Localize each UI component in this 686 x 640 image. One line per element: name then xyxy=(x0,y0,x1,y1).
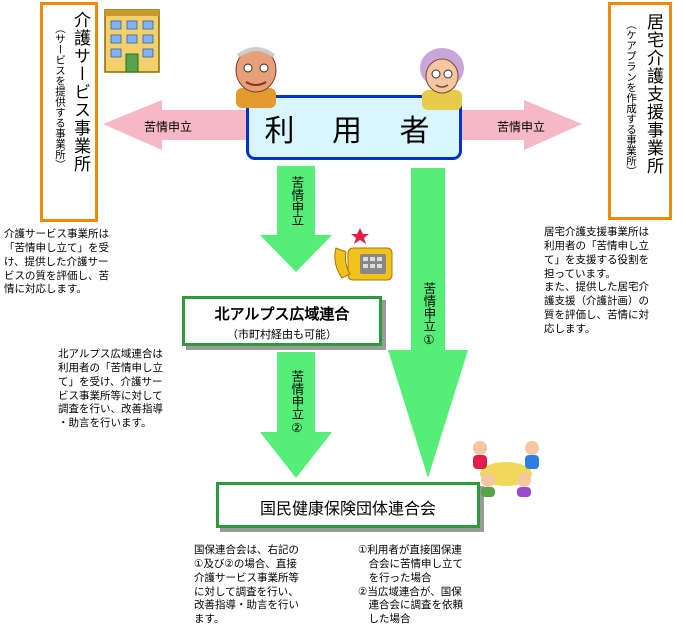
direct-arrow-to-kokuho xyxy=(388,168,468,478)
direct-arrow-label: 苦情申立① xyxy=(421,282,437,347)
left-office-title: 介護サービス事業所 xyxy=(70,11,90,173)
kita-alps-title: 北アルプス広域連合 xyxy=(214,305,350,323)
kita-alps-note: 北アルプス広域連合は 利用者の「苦情申し立 て」を受け、介護サー ビス事業所等に… xyxy=(58,348,163,430)
kokuho-note-left: 国保連合会は、右記の ①及び②の場合、直接 介護サービス事業所等 に対して調査を… xyxy=(194,544,299,626)
kita-alps-subtitle: （市町村経由も可能） xyxy=(227,328,337,341)
kokuho-title: 国民健康保険団体連合会 xyxy=(259,499,436,518)
kokuho-box: 国民健康保険団体連合会 xyxy=(216,482,480,528)
grandpa-icon xyxy=(235,47,277,108)
down1-arrow-label: 苦情申立 xyxy=(289,176,305,226)
kokuho-note-right: ①利用者が直接国保連 合会に苦情申し立て を行った場合 ②当広域連合が、国保 連… xyxy=(358,544,463,626)
right-arrow-label: 苦情申立 xyxy=(497,120,546,134)
down-arrow-to-kita-alps xyxy=(260,166,332,272)
building-icon xyxy=(104,9,160,73)
left-office-box: 介護サービス事業所 （サービスを提供する事業所） xyxy=(40,2,98,222)
left-office-subtitle: （サービスを提供する事業所） xyxy=(54,23,66,170)
down2-arrow-label: 苦情申立② xyxy=(289,370,305,435)
right-office-note: 居宅介護支援事業所は 利用者の「苦情申し立 て」を支援する役割を 担っています。… xyxy=(544,226,649,336)
right-complaint-arrow xyxy=(462,100,582,150)
right-office-title: 居宅介護支援事業所 xyxy=(643,13,663,175)
meeting-people-icon xyxy=(473,441,539,497)
right-office-box: 居宅介護支援事業所 （ケアプランを作成する事業所） xyxy=(608,2,672,220)
kita-alps-box: 北アルプス広域連合 （市町村経由も可能） xyxy=(182,296,382,346)
left-office-note: 介護サービス事業所は 「苦情申し立て」を受 け、提供した介護サー ビスの質を評価… xyxy=(4,228,109,296)
grandma-icon xyxy=(420,48,464,110)
left-arrow-label: 苦情申立 xyxy=(144,120,193,134)
right-office-subtitle: （ケアプランを作成する事業所） xyxy=(625,19,637,177)
telephone-icon xyxy=(334,228,393,281)
down-arrow-to-kokuho xyxy=(260,352,332,478)
left-complaint-arrow xyxy=(103,100,246,150)
